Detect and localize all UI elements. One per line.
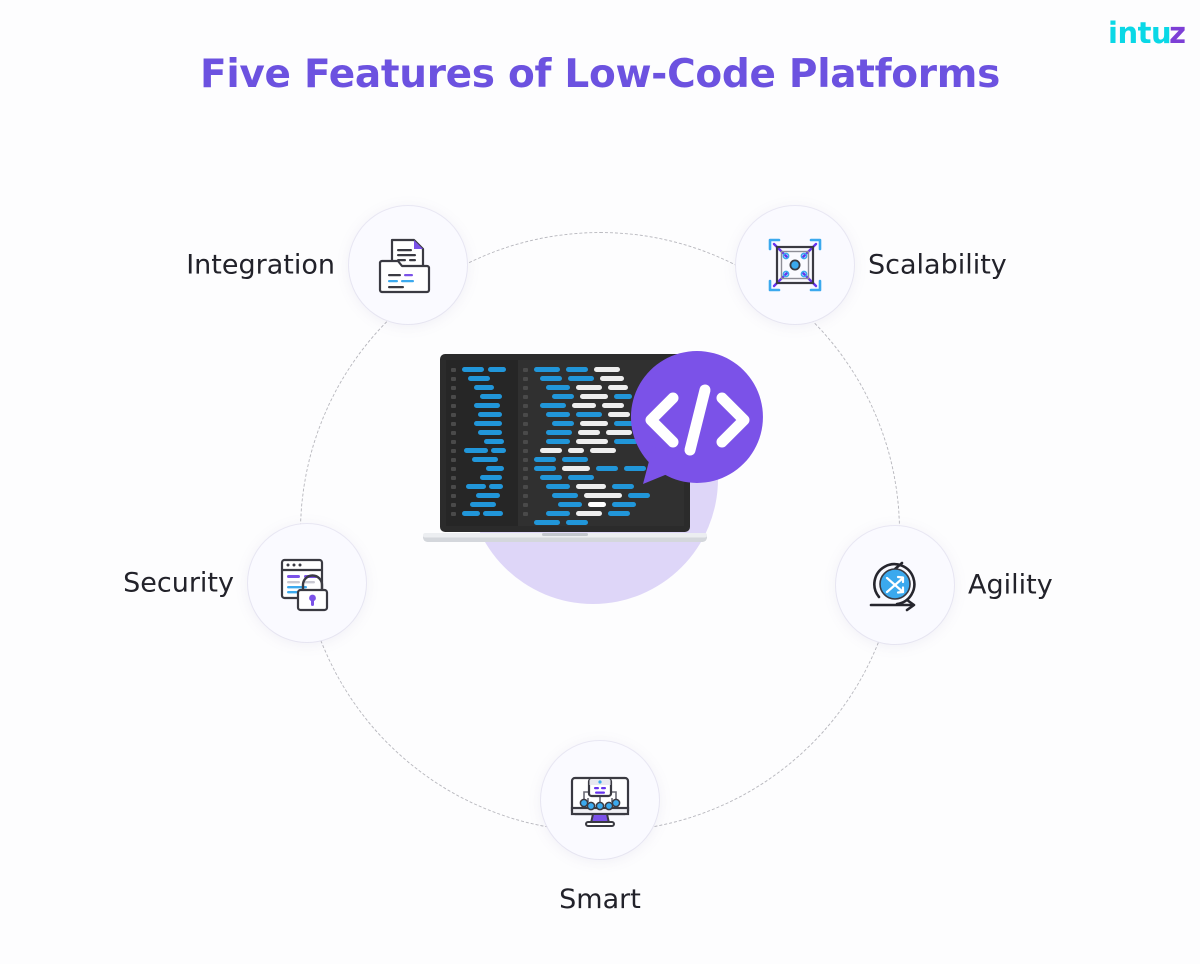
code-badge xyxy=(630,351,763,484)
feature-label-integration: Integration xyxy=(186,249,335,281)
center-illustration xyxy=(420,330,780,650)
feature-node-security[interactable]: Security xyxy=(123,524,366,642)
feature-node-agility[interactable]: Agility xyxy=(836,526,1053,644)
expand-square-icon xyxy=(768,238,822,292)
code-line-numbers xyxy=(451,368,528,516)
feature-node-scalability[interactable]: Scalability xyxy=(736,206,1007,324)
feature-icon-circle-agility xyxy=(836,526,954,644)
logo-text: intu xyxy=(1108,15,1172,50)
feature-node-smart[interactable]: Smart xyxy=(541,741,659,915)
feature-icon-circle-smart xyxy=(541,741,659,859)
monitor-network-icon xyxy=(570,776,630,827)
feature-label-smart: Smart xyxy=(559,884,641,915)
document-folder-icon xyxy=(378,238,431,294)
feature-icon-circle-integration xyxy=(349,206,467,324)
code-brackets-icon xyxy=(645,384,750,456)
feature-label-agility: Agility xyxy=(968,569,1053,601)
feature-label-scalability: Scalability xyxy=(868,249,1007,281)
feature-node-integration[interactable]: Integration xyxy=(186,206,467,324)
feature-icon-circle-security xyxy=(248,524,366,642)
code-lines-left xyxy=(462,367,506,516)
logo-accent-letter: z xyxy=(1169,15,1186,50)
feature-icon-circle-scalability xyxy=(736,206,854,324)
page-title: Five Features of Low-Code Platforms xyxy=(200,52,1000,97)
browser-lock-icon xyxy=(280,558,329,612)
refresh-shuffle-icon xyxy=(869,561,916,612)
feature-label-security: Security xyxy=(123,567,234,599)
